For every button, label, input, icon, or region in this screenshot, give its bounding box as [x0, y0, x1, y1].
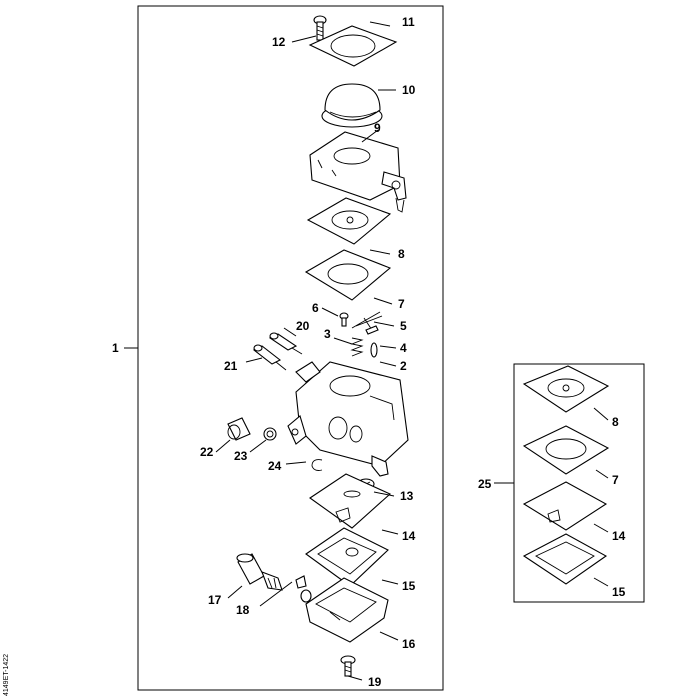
label-17: 17: [208, 593, 222, 607]
label-1: 1: [112, 341, 119, 355]
label-11: 11: [402, 15, 415, 29]
pump-cover-part-9: [309, 131, 407, 213]
kit-gasket-15: [522, 533, 608, 585]
adjusting-screw-part-21: [252, 344, 287, 371]
adjusting-screw-part-20: [268, 332, 303, 355]
label-3: 3: [324, 327, 331, 341]
diaphragm-part-8: [306, 197, 392, 245]
metering-diaphragm-part-14: [309, 473, 391, 529]
fitting-part-22: [227, 417, 251, 441]
label-19: 19: [368, 675, 382, 689]
kit-label-7: 7: [612, 473, 619, 487]
leader-lines: [124, 21, 609, 681]
lever-part-5: [351, 311, 383, 331]
label-5: 5: [400, 319, 407, 333]
screw-part-6: [339, 312, 349, 327]
label-10: 10: [402, 83, 416, 97]
label-22: 22: [200, 445, 214, 459]
fuel-pickup-part-17: [236, 553, 283, 591]
label-4: 4: [400, 341, 407, 355]
washer-part-23: [263, 427, 277, 441]
clip-part-24: [311, 459, 323, 471]
label-15: 15: [402, 579, 416, 593]
metering-cover-part-16: [300, 577, 389, 643]
carburetor-body: [287, 361, 409, 477]
kit-metering-diaphragm-14: [522, 481, 608, 531]
label-21: 21: [224, 359, 238, 373]
gasket-part-7: [304, 249, 392, 301]
label-2: 2: [400, 359, 407, 373]
pin-part-4: [365, 325, 379, 335]
label-20: 20: [296, 319, 310, 333]
label-6: 6: [312, 301, 319, 315]
label-16: 16: [402, 637, 416, 651]
label-14: 14: [402, 529, 416, 543]
needle-part-2: [370, 342, 378, 358]
primer-bulb-part-10: [321, 83, 383, 128]
label-18: 18: [236, 603, 250, 617]
label-24: 24: [268, 459, 282, 473]
kit-gasket-7: [522, 425, 610, 475]
kit-label-14: 14: [612, 529, 626, 543]
gasket-part-15: [305, 527, 389, 587]
valve-part-18: [295, 575, 307, 589]
label-7: 7: [398, 297, 405, 311]
label-23: 23: [234, 449, 248, 463]
kit-label-15: 15: [612, 585, 626, 599]
kit-label-8: 8: [612, 415, 619, 429]
screw-part-12: [313, 15, 327, 41]
label-12: 12: [272, 35, 286, 49]
kit-diaphragm-8: [522, 365, 610, 413]
label-25: 25: [478, 477, 492, 491]
gasket-part-11: [308, 25, 398, 67]
drawing-code: 4149ET-1422: [3, 654, 10, 696]
label-9: 9: [374, 121, 381, 135]
spring-part-3: [350, 337, 364, 357]
label-13: 13: [400, 489, 414, 503]
screw-part-19: [340, 655, 356, 677]
label-8: 8: [398, 247, 405, 261]
